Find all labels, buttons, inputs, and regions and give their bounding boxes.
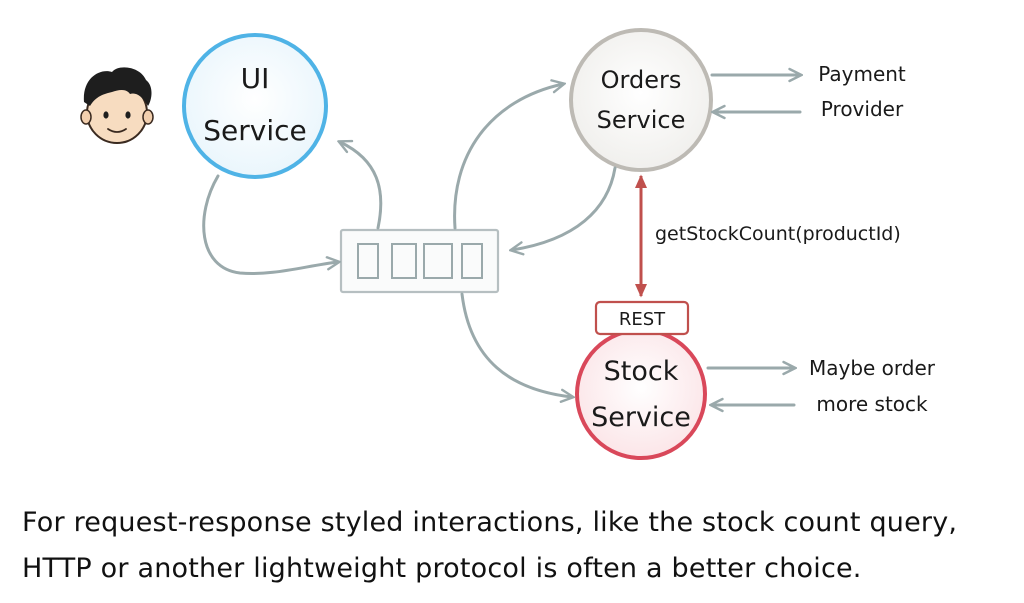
orders-service-label-line2: Service: [597, 106, 686, 134]
caption-line-2: HTTP or another lightweight protocol is …: [22, 553, 862, 584]
arrow-orders-to-queue: [512, 166, 617, 250]
queue-slot: [391, 243, 417, 279]
stock-service-circle: [575, 328, 707, 460]
arrow-queue-to-stock: [460, 292, 572, 397]
ui-service-label-line2: Service: [203, 114, 306, 147]
payment-provider-label-line1: Payment: [818, 62, 906, 86]
arrow-queue-to-ui: [340, 142, 383, 230]
maybe-order-stock-label-line2: more stock: [816, 392, 928, 416]
rest-tag-label: REST: [619, 309, 666, 330]
ui-service-circle: [182, 33, 328, 179]
payment-provider-label-line2: Provider: [821, 97, 904, 121]
orders-service-circle: [569, 28, 713, 172]
rest-tag: REST: [594, 300, 690, 336]
queue-slot: [423, 243, 453, 279]
rest-tag-box: [594, 300, 690, 336]
ui-service-node: UI Service: [182, 33, 328, 179]
stock-service-label-line1: Stock: [604, 356, 679, 387]
queue-slot: [461, 243, 483, 279]
queue-slot: [357, 243, 379, 279]
rest-call-label: getStockCount(productId): [655, 223, 901, 245]
maybe-order-stock-label-line1: Maybe order: [809, 356, 936, 380]
arrow-queue-to-orders: [453, 84, 563, 230]
stock-service-node: Stock Service: [575, 328, 707, 460]
orders-service-node: Orders Service: [569, 28, 713, 172]
arrow-ui-to-queue: [202, 174, 338, 276]
person-avatar-icon: [80, 67, 154, 144]
diagram-caption: For request-response styled interactions…: [22, 500, 1012, 592]
stock-service-label-line2: Service: [591, 402, 691, 433]
message-queue: [339, 228, 500, 294]
orders-service-label-line1: Orders: [601, 66, 682, 94]
caption-line-1: For request-response styled interactions…: [22, 507, 958, 538]
ui-service-label-line1: UI: [241, 62, 270, 95]
message-queue-box: [339, 228, 500, 294]
